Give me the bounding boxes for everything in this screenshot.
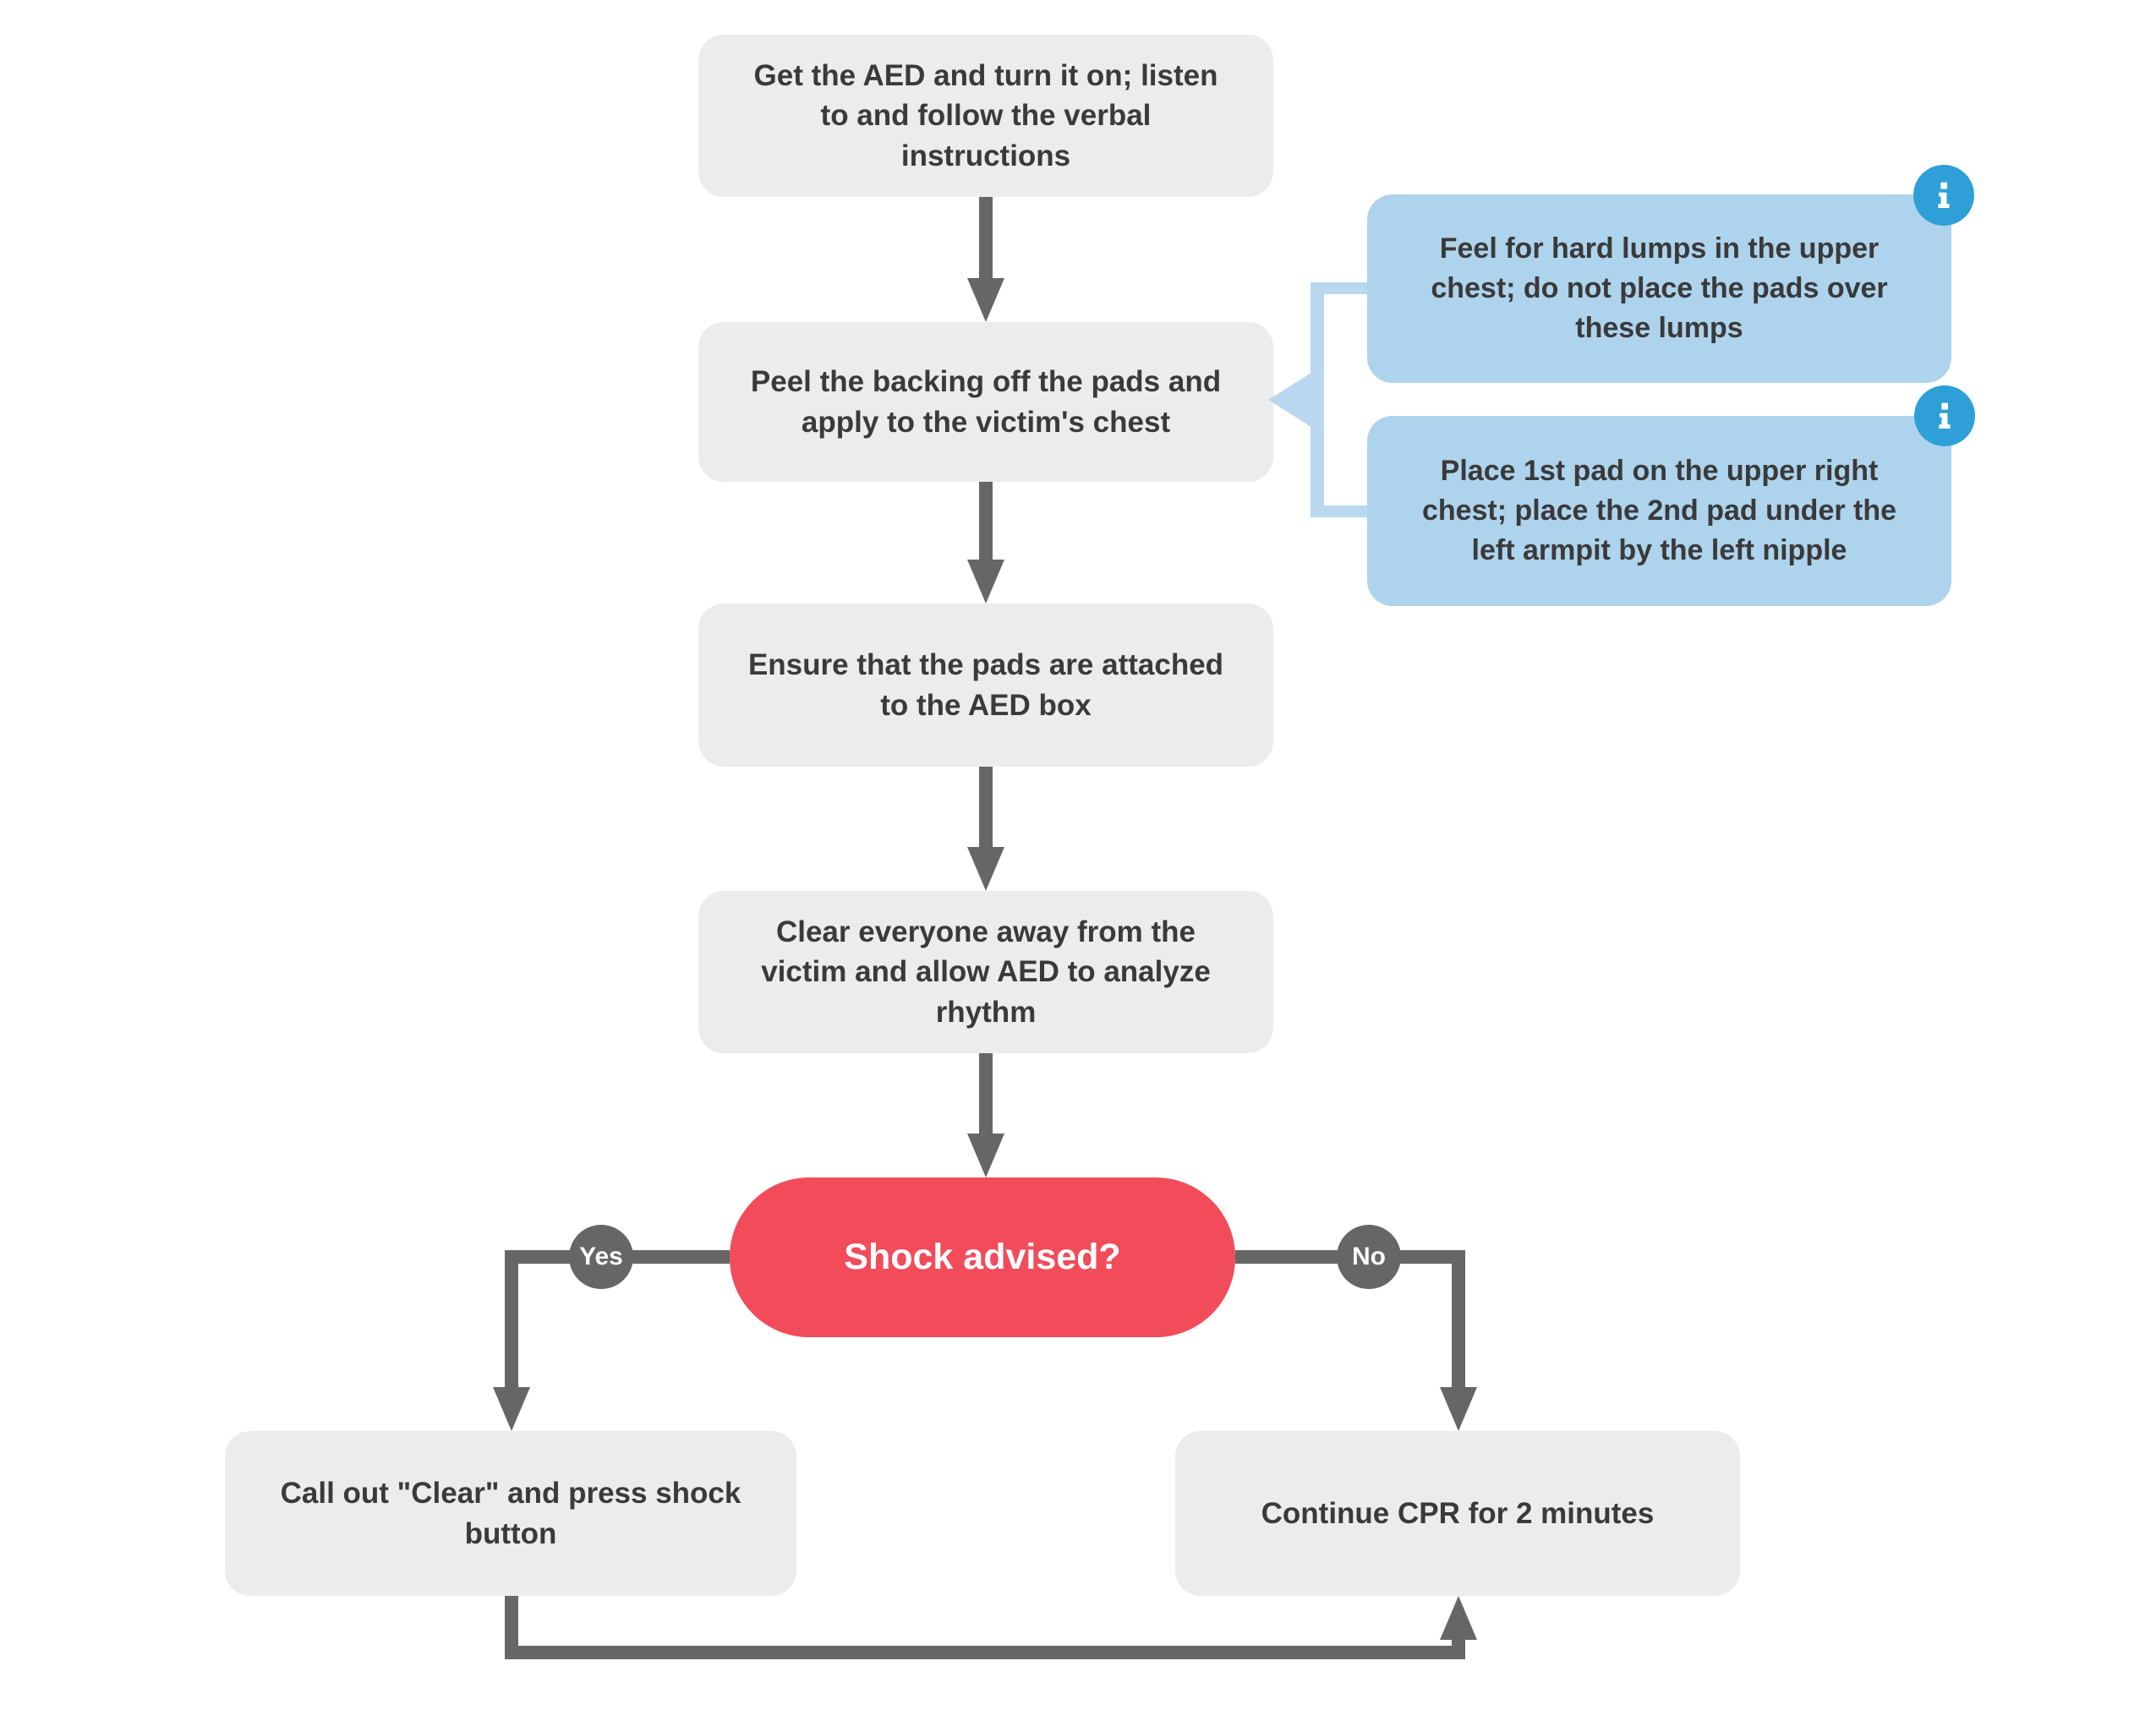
flow-step-label: Get the AED and turn it on; listen to an…: [753, 58, 1218, 172]
callout-bracket: [1311, 282, 1367, 294]
flow-step-label: Peel the backing off the pads and apply …: [750, 364, 1222, 439]
decision-shock-advised: Shock advised?: [730, 1177, 1235, 1337]
connector-line: [1452, 1638, 1465, 1659]
branch-no-badge: No: [1337, 1225, 1401, 1289]
connector-line: [979, 197, 993, 281]
connector-line: [505, 1250, 518, 1390]
info-icon-glyph: [1938, 182, 1950, 209]
decision-label: Shock advised?: [844, 1237, 1121, 1278]
connector-line: [979, 1053, 993, 1137]
flow-step-clear-analyze: Clear everyone away from the victim and …: [698, 891, 1273, 1053]
info-icon[interactable]: [1913, 165, 1974, 226]
flow-step-label: Call out "Clear" and press shock button: [280, 1476, 741, 1550]
arrow-down-icon: [967, 1134, 1004, 1177]
branch-no-label: No: [1352, 1243, 1386, 1270]
connector-line: [1452, 1250, 1465, 1390]
connector-line: [979, 482, 993, 563]
callout-bracket: [1311, 282, 1324, 517]
flow-step-press-shock: Call out "Clear" and press shock button: [225, 1431, 796, 1596]
callout-note-pad-placement: Place 1st pad on the upper right chest; …: [1367, 416, 1951, 606]
callout-bracket: [1311, 505, 1367, 517]
info-icon-glyph: [1939, 402, 1951, 429]
info-icon[interactable]: [1914, 385, 1975, 446]
arrow-down-icon: [1440, 1387, 1477, 1431]
callout-note-lumps: Feel for hard lumps in the upper chest; …: [1367, 194, 1951, 383]
arrow-down-icon: [967, 847, 1004, 891]
arrow-down-icon: [967, 560, 1004, 604]
arrow-up-icon: [1440, 1596, 1477, 1640]
flow-step-label: Continue CPR for 2 minutes: [1261, 1496, 1655, 1530]
flow-step-peel-pads: Peel the backing off the pads and apply …: [698, 322, 1273, 482]
branch-yes-badge: Yes: [569, 1225, 633, 1289]
flow-step-continue-cpr: Continue CPR for 2 minutes: [1175, 1431, 1740, 1596]
connector-line: [505, 1596, 518, 1659]
connector-line: [979, 767, 993, 850]
arrow-down-icon: [967, 278, 1004, 322]
callout-label: Place 1st pad on the upper right chest; …: [1421, 455, 1897, 566]
branch-yes-label: Yes: [579, 1243, 623, 1270]
flow-step-pads-attached: Ensure that the pads are attached to the…: [698, 604, 1273, 767]
connector-line: [505, 1646, 1465, 1659]
flow-step-label: Clear everyone away from the victim and …: [761, 915, 1211, 1029]
flow-step-label: Ensure that the pads are attached to the…: [747, 647, 1224, 722]
arrow-down-icon: [493, 1387, 530, 1431]
callout-label: Feel for hard lumps in the upper chest; …: [1431, 232, 1888, 344]
callout-pointer-icon: [1268, 371, 1314, 429]
flow-step-get-aed: Get the AED and turn it on; listen to an…: [698, 35, 1273, 197]
